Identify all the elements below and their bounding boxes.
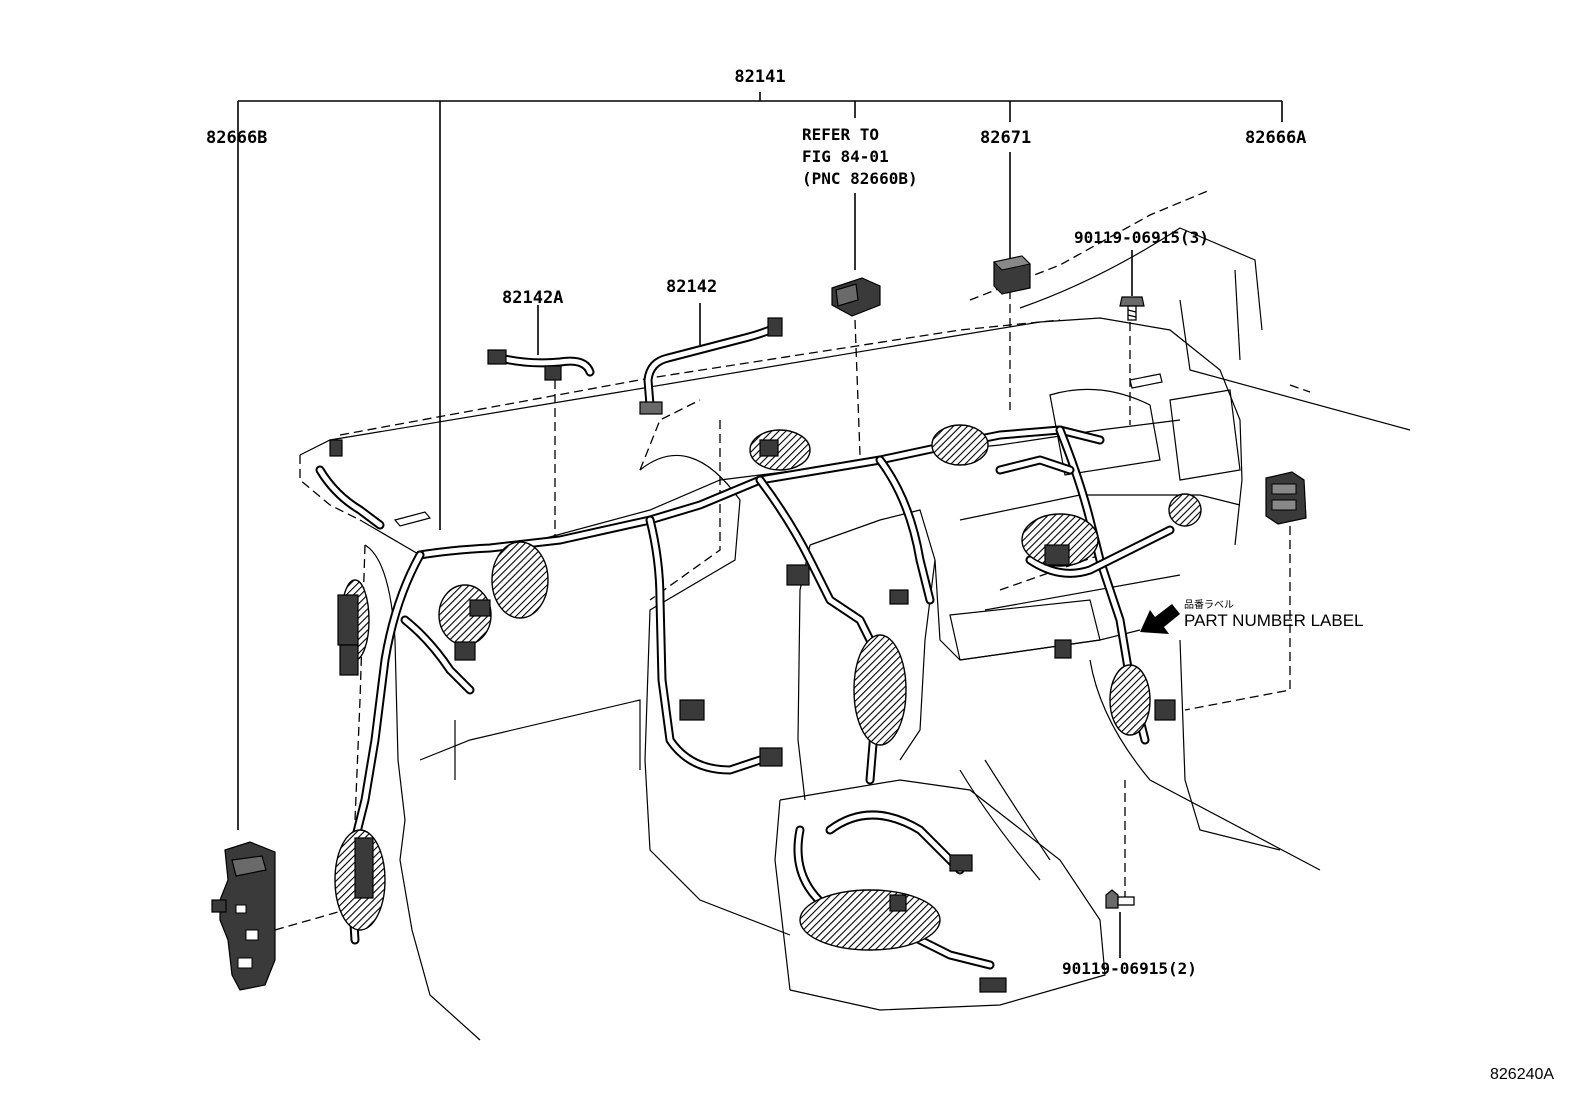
main-harness-bracket xyxy=(237,92,1283,830)
assembly-dash-lines xyxy=(274,290,1291,931)
label-refer-line2: FIG 84-01 xyxy=(802,147,889,166)
main-harness-82141 xyxy=(315,424,1202,993)
figure-code: 826240A xyxy=(1490,1066,1554,1083)
label-part-number: PART NUMBER LABEL xyxy=(1184,611,1364,630)
label-82666a: 82666A xyxy=(1245,128,1306,148)
relay-82671 xyxy=(992,152,1032,295)
label-refer-line1: REFER TO xyxy=(802,125,879,144)
junction-block-82666b xyxy=(211,841,276,991)
label-part-number-jp: 品番ラベル xyxy=(1184,599,1234,611)
bolt-lower xyxy=(1105,889,1135,958)
label-82142a: 82142A xyxy=(502,288,563,308)
bolt-upper xyxy=(1119,250,1145,321)
sub-harness-82142 xyxy=(639,303,783,415)
label-82671: 82671 xyxy=(980,128,1031,148)
label-82141: 82141 xyxy=(734,67,785,87)
label-82142: 82142 xyxy=(666,277,717,297)
junction-block-82666a xyxy=(1265,471,1307,525)
label-bolt-upper: 90119-06915(3) xyxy=(1074,228,1209,247)
label-refer-line3: (PNC 82660B) xyxy=(802,169,918,188)
black-arrow-icon xyxy=(1140,604,1180,634)
callout-labels: 82141 82666B 82666A 82671 REFER TO FIG 8… xyxy=(206,67,1554,1083)
connector-82660b xyxy=(831,193,881,317)
label-82666b: 82666B xyxy=(206,128,267,148)
sub-harness-82142a xyxy=(487,305,595,381)
label-bolt-lower: 90119-06915(2) xyxy=(1062,959,1197,978)
